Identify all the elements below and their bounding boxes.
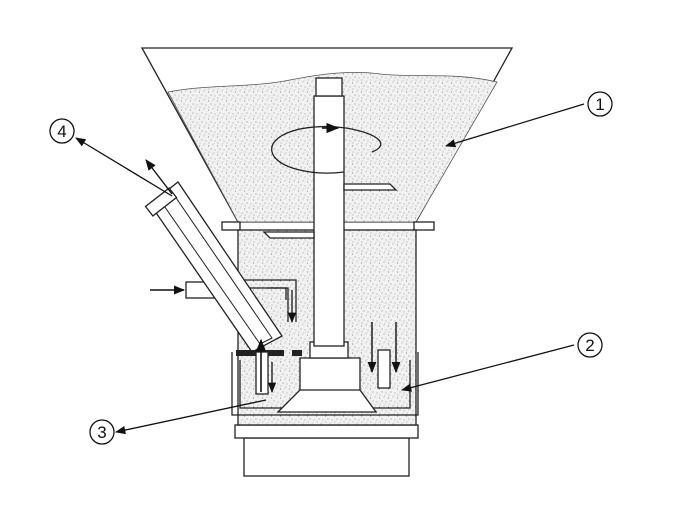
callout-leader-1: [445, 103, 585, 148]
callout-1: 1: [587, 91, 613, 117]
discharge-outflow-arrow: [145, 159, 173, 195]
callout-leader-4: [75, 137, 173, 197]
vessel-flange-right: [413, 221, 435, 231]
callout-2-label: 2: [585, 336, 594, 355]
callout-leader-2: [400, 344, 575, 392]
central-shaft: [313, 95, 345, 347]
upper-blade: [343, 183, 398, 191]
shaft-top: [315, 77, 343, 97]
callout-2: 2: [577, 332, 603, 358]
callout-3: 3: [89, 419, 115, 445]
right-nozzle: [377, 349, 391, 389]
feed-bracket: [240, 279, 297, 322]
callout-3-label: 3: [97, 423, 106, 442]
callout-4-label: 4: [57, 122, 66, 141]
discharge-tube-cap: [144, 187, 178, 217]
rotation-arrow: [271, 126, 382, 174]
callout-leader-3: [114, 399, 267, 435]
base-plate: [234, 424, 419, 439]
vessel-flange-left: [221, 221, 241, 231]
left-nozzle: [255, 351, 269, 395]
bottom-cup: [231, 352, 419, 416]
base-cylinder: [243, 437, 410, 477]
callout-4: 4: [49, 118, 75, 144]
lower-blade: [262, 231, 315, 239]
cup-separator-right: [292, 350, 302, 356]
callout-1-label: 1: [595, 95, 604, 114]
feed-elbow: [268, 287, 287, 300]
